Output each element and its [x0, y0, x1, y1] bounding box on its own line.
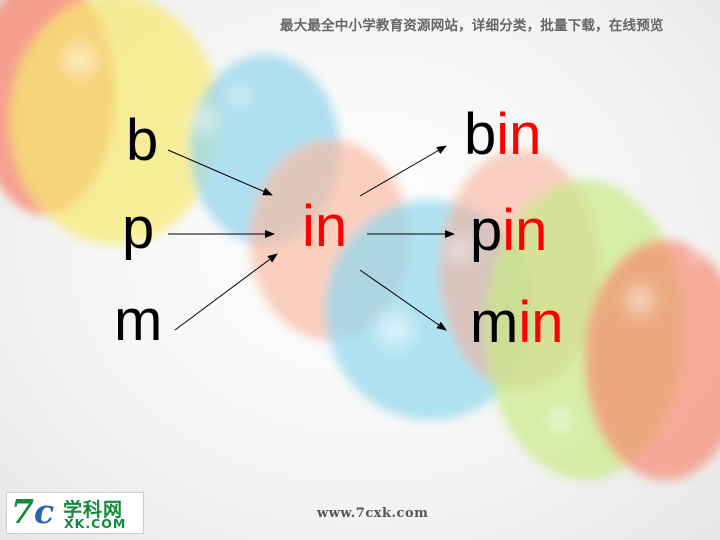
syllable-pin: pin: [470, 202, 547, 260]
site-logo[interactable]: 7c 学科网 XK.COM: [6, 492, 144, 534]
syllable-bin: bin: [464, 106, 541, 164]
initial-p: p: [122, 196, 155, 261]
arrow-in-to-bin: [359, 145, 447, 197]
syllable-min: min: [470, 294, 563, 352]
site-banner: 最大最全中小学教育资源网站，详细分类，批量下载，在线预览: [280, 18, 664, 34]
initial-b: b: [126, 108, 159, 173]
final-in: in: [302, 194, 348, 259]
syllable-initial: p: [470, 198, 503, 263]
arrow-in-to-min: [359, 269, 447, 331]
arrow-b-to-in: [167, 149, 273, 196]
syllable-final: in: [496, 102, 542, 167]
logo-english-text: XK.COM: [64, 516, 127, 531]
logo-chinese-text: 学科网: [63, 499, 124, 521]
initial-m: m: [114, 288, 163, 353]
logo-mark: 7c: [11, 495, 54, 528]
footer-url: www.7cxk.com: [317, 506, 429, 521]
syllable-final: in: [502, 198, 548, 263]
logo-mark-main: 7: [11, 492, 34, 531]
logo-mark-accent: c: [33, 492, 55, 531]
syllable-initial: m: [470, 290, 519, 355]
arrow-m-to-in: [174, 253, 278, 331]
syllable-final: in: [518, 290, 564, 355]
syllable-initial: b: [464, 102, 497, 167]
